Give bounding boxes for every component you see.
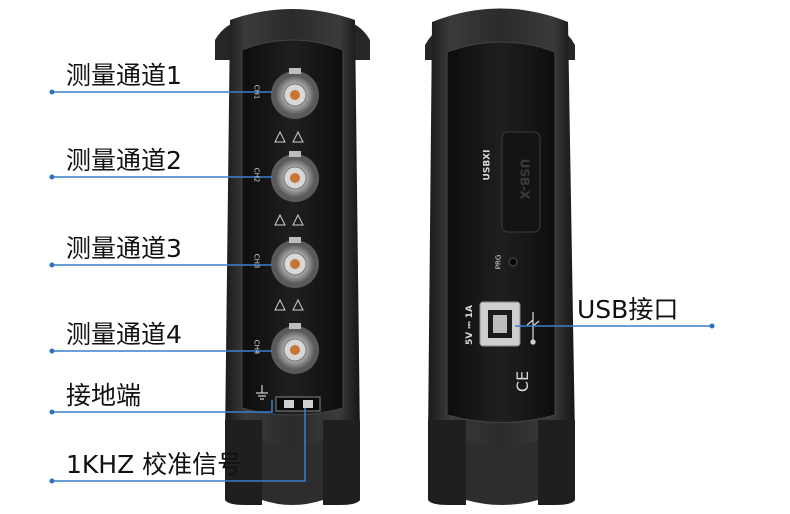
usbx-module bbox=[501, 131, 541, 233]
ch4-print: CH4 bbox=[252, 339, 261, 355]
callout-calibration-label: 1KHZ 校准信号 bbox=[66, 450, 243, 479]
ch3-print: CH3 bbox=[252, 253, 261, 269]
callout-ch3-label: 测量通道3 bbox=[66, 234, 182, 263]
ce-mark: CE bbox=[513, 370, 533, 393]
bnc-connector-ch4 bbox=[271, 323, 319, 374]
back-device bbox=[425, 8, 575, 505]
usb-port bbox=[479, 301, 521, 347]
bnc-connector-ch2 bbox=[271, 151, 319, 202]
front-device bbox=[215, 9, 370, 505]
ch1-print: CH1 bbox=[252, 84, 261, 100]
prg-print: PRG bbox=[494, 254, 503, 270]
warning-triangle-icon bbox=[274, 130, 304, 311]
callout-usb-label: USB接口 bbox=[577, 295, 679, 324]
usbxi-print: USBXI bbox=[482, 149, 493, 181]
callout-ch1-label: 测量通道1 bbox=[66, 61, 182, 90]
power-rating-print: 5V ⎓ 1A bbox=[464, 305, 475, 345]
ch2-print: CH2 bbox=[252, 167, 261, 183]
bnc-connector-ch1 bbox=[271, 68, 319, 119]
ground-icon bbox=[256, 385, 268, 400]
callout-ground-label: 接地端 bbox=[66, 381, 142, 410]
callout-ch4-label: 测量通道4 bbox=[66, 320, 182, 349]
bnc-connector-ch3 bbox=[271, 237, 319, 288]
callout-ch2-label: 测量通道2 bbox=[66, 146, 182, 175]
usbx-print: USB-X bbox=[517, 158, 532, 200]
prg-button bbox=[508, 257, 518, 267]
calibration-terminals bbox=[275, 396, 321, 412]
callout-lines bbox=[49, 89, 715, 484]
